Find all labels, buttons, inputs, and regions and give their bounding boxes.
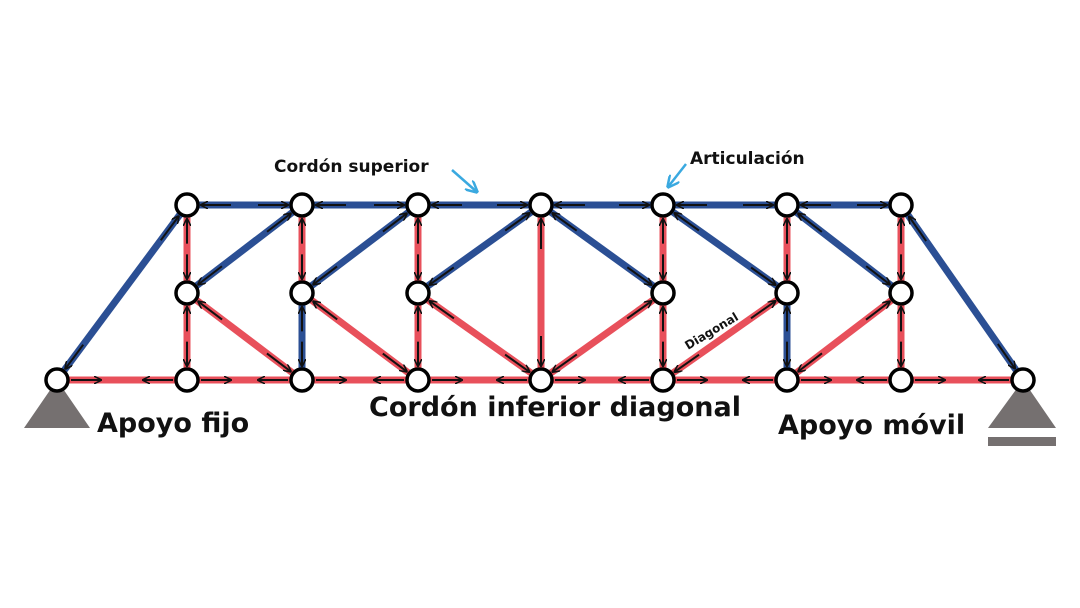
force-arrow [429,301,455,320]
joint-m7 [888,280,914,306]
joint-m5 [650,280,676,306]
joint-t7 [888,192,914,218]
force-arrow [313,265,338,284]
joint-b2 [289,367,315,393]
joint-b5 [650,367,676,393]
joint-t6 [774,192,800,218]
joint-t1 [174,192,200,218]
joint-b6 [774,367,800,393]
joint-b1 [174,367,200,393]
force-arrow [552,353,578,371]
force-arrow [674,213,700,232]
force-arrow [313,301,338,321]
force-arrow [674,353,700,372]
force-arrow [266,352,291,371]
force-arrow [382,352,407,372]
joint-b4 [528,367,554,393]
joints [44,192,1036,393]
force-arrow [382,213,407,233]
force-arrow [626,301,651,320]
roller-support-base [988,437,1056,446]
label-joint: Articulación [690,149,805,169]
force-arrow [198,301,223,321]
label-fixed-support: Apoyo fijo [97,408,249,439]
force-arrow [798,214,823,233]
force-arrow [909,216,927,242]
joint-b3 [405,367,431,393]
label-top-chord: Cordón superior [274,157,429,177]
supports [24,380,1056,446]
label-roller-support: Apoyo móvil [778,410,965,441]
joint-m1 [174,280,200,306]
joint-t4 [528,192,554,218]
roller-support [988,380,1056,428]
force-arrow [865,265,890,284]
force-arrow [429,266,455,284]
joint-b7 [888,367,914,393]
joint-t2 [289,192,315,218]
force-arrow [552,213,578,232]
joint-m2 [289,280,315,306]
joint-m3 [405,280,431,306]
force-arrow [997,343,1015,369]
joint-t5 [650,192,676,218]
joint-m6 [774,280,800,306]
force-arrows [65,205,1015,380]
joint-b0 [44,367,70,393]
force-arrow [159,216,179,241]
callout-arrow-top-chord [451,169,477,192]
force-arrow [504,213,529,232]
force-arrow [865,301,890,321]
fixed-support [24,380,90,428]
force-arrow [266,214,291,233]
callout-arrow-joint [668,163,687,187]
force-arrow [504,353,529,372]
force-arrow [65,344,85,369]
force-arrow [198,265,223,284]
force-arrow [750,301,776,320]
force-arrow [626,266,651,285]
joint-t3 [405,192,431,218]
force-arrow [798,352,823,371]
force-arrow [750,266,775,285]
joint-b8 [1010,367,1036,393]
label-bottom-chord: Cordón inferior diagonal [369,392,741,423]
